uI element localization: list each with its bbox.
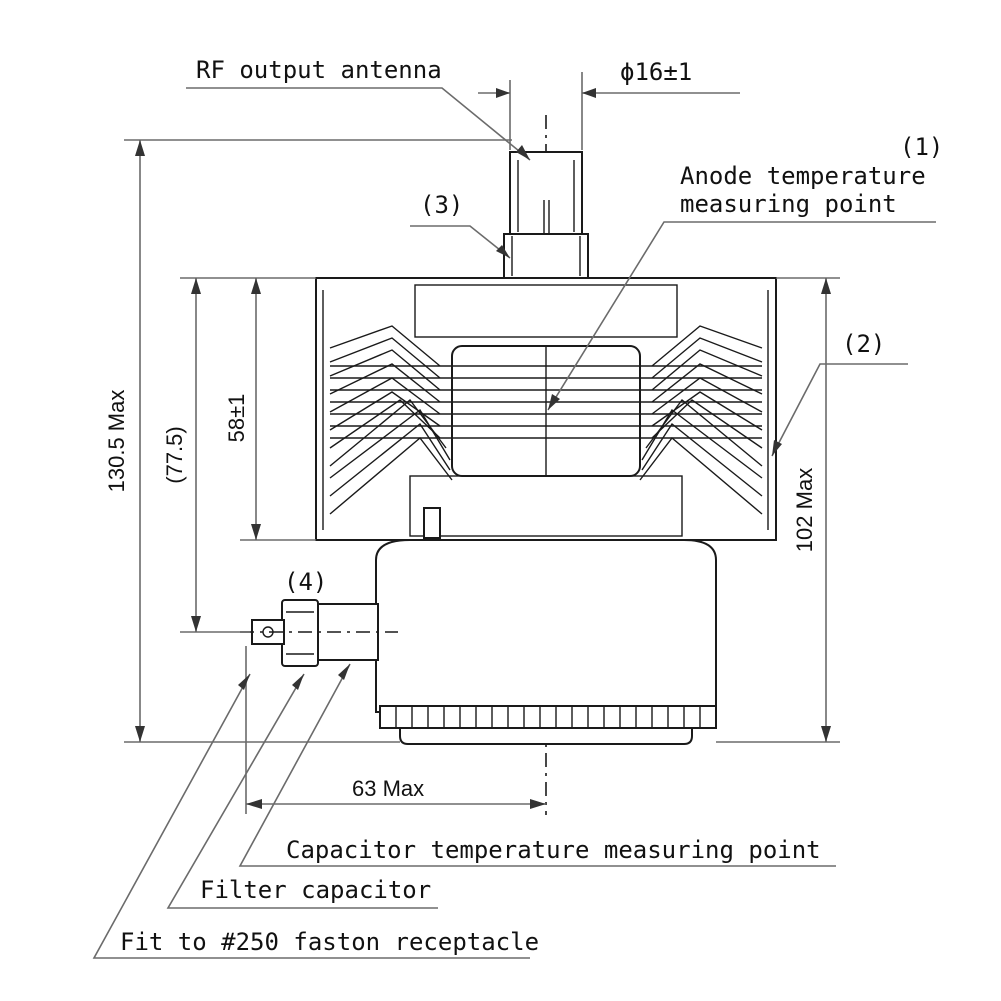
faston-leader	[92, 673, 530, 959]
filter-capacitor	[251, 599, 379, 667]
capacitor-temp-leader	[238, 663, 836, 867]
rf-output-leader	[186, 87, 531, 161]
dim-58	[240, 278, 316, 541]
height-77-text: (77.5)	[162, 426, 187, 483]
anode-temp-leader	[547, 221, 936, 411]
height-58-text: 58±1	[224, 394, 249, 443]
capacitor-temp-label: Capacitor temperature measuring point	[286, 836, 821, 864]
callout-1: (1)	[900, 133, 943, 161]
filter-capacitor-leader	[166, 673, 438, 909]
dim-63	[245, 646, 546, 814]
antenna	[503, 151, 589, 279]
upper-housing	[315, 277, 777, 541]
callout-3: (3)	[420, 191, 463, 219]
callout-3-leader	[410, 225, 511, 259]
dim-antenna-diameter	[478, 72, 740, 150]
anode-temp-label-line1: Anode temperature	[680, 162, 926, 190]
anode-temp-label-line2: measuring point	[680, 190, 897, 218]
faston-label: Fit to #250 faston receptacle	[120, 928, 539, 956]
antenna-diameter-text: ϕ16±1	[620, 58, 692, 86]
callout-4: (4)	[284, 568, 327, 596]
dim-102	[716, 277, 840, 743]
width-63-text: 63 Max	[352, 776, 424, 801]
dim-77-5	[180, 277, 316, 633]
callout-2: (2)	[842, 330, 885, 358]
filter-capacitor-label: Filter capacitor	[200, 876, 431, 904]
height-102-text: 102 Max	[792, 468, 817, 552]
callout-2-leader	[771, 363, 908, 457]
overall-height-text: 130.5 Max	[104, 390, 129, 493]
filter-box	[375, 539, 717, 745]
cooling-fins	[329, 325, 763, 515]
dim-overall-height	[124, 139, 512, 743]
rf-output-antenna-label: RF output antenna	[196, 56, 442, 84]
